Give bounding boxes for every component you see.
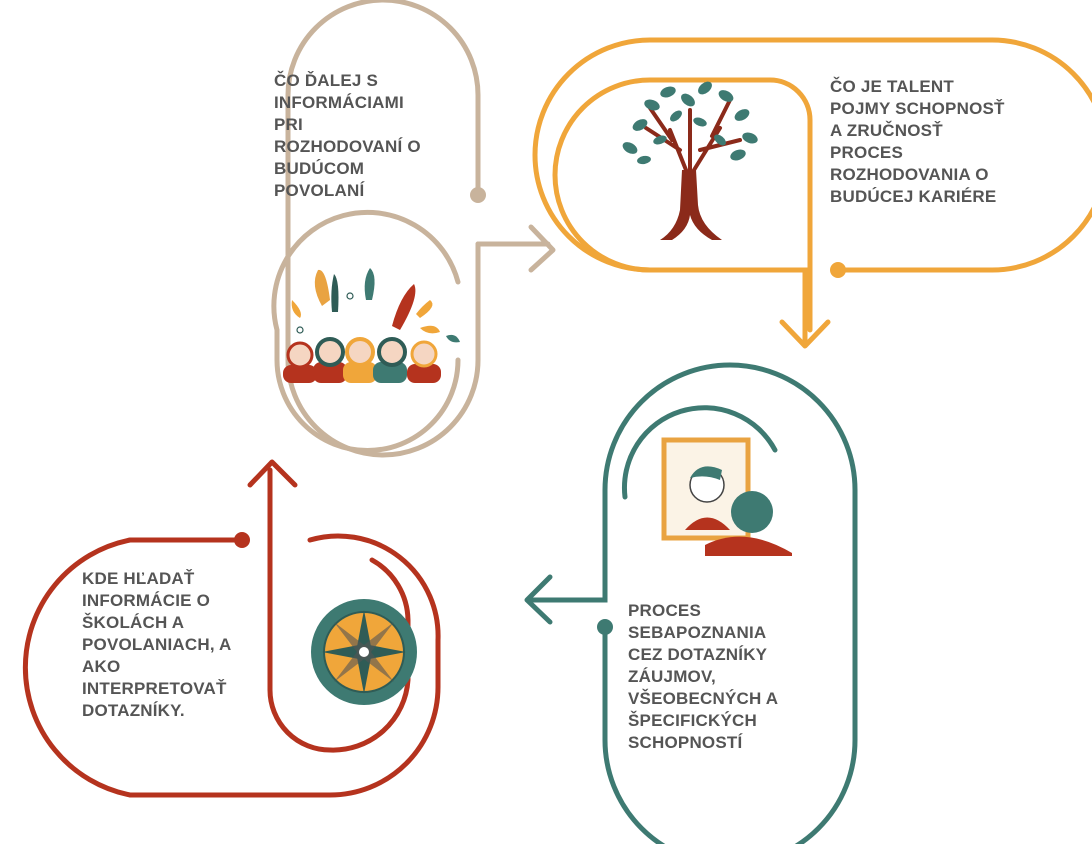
step-line: SEBAPOZNANIA: [628, 623, 767, 642]
teal-flow-loop: [524, 362, 858, 844]
mirror-reflection-icon: [661, 437, 792, 556]
step-line: PROCES: [830, 143, 903, 162]
step-line: ŠKOLÁCH A: [82, 613, 185, 632]
step-self-knowledge-text: PROCES SEBAPOZNANIA CEZ DOTAZNÍKY ZÁUJMO…: [628, 600, 842, 754]
step-line: POVOLANÍ: [274, 181, 365, 200]
step-line: VŠEOBECNÝCH A: [628, 689, 779, 708]
step-line: A ZRUČNOSŤ: [830, 121, 943, 140]
step-line: AKO: [82, 657, 121, 676]
step-info-usage-text: ČO ĎALEJ S INFORMÁCIAMI PRI ROZHODOVANÍ …: [274, 70, 474, 202]
red-flow-loop: [22, 459, 441, 798]
red-dot: [234, 532, 250, 548]
teal-dot: [597, 619, 613, 635]
step-line: ROZHODOVANIA O: [830, 165, 989, 184]
step-line: ZÁUJMOV,: [628, 667, 716, 686]
step-line: CEZ DOTAZNÍKY: [628, 645, 768, 664]
beige-dot: [470, 187, 486, 203]
orange-dot: [830, 262, 846, 278]
step-line: KDE HĽADAŤ: [82, 569, 195, 588]
step-line: DOTAZNÍKY.: [82, 701, 185, 720]
step-line: BUDÚCOM: [274, 159, 365, 178]
step-line: ČO ĎALEJ S: [274, 71, 379, 90]
step-line: INFORMÁCIE O: [82, 591, 211, 610]
group-of-people-icon: [283, 268, 460, 383]
orange-flow-loop: [532, 37, 1092, 349]
step-line: PRI: [274, 115, 303, 134]
step-line: SCHOPNOSTÍ: [628, 733, 743, 752]
step-line: INFORMÁCIAMI: [274, 93, 404, 112]
step-line: ROZHODOVANÍ O: [274, 137, 421, 156]
step-line: ČO JE TALENT: [830, 77, 954, 96]
step-find-info-text: KDE HĽADAŤ INFORMÁCIE O ŠKOLÁCH A POVOLA…: [82, 568, 262, 722]
step-line: POJMY SCHOPNOSŤ: [830, 99, 1005, 118]
beige-flow-loop: [271, 0, 556, 458]
step-talent-text: ČO JE TALENT POJMY SCHOPNOSŤ A ZRUČNOSŤ …: [830, 76, 1042, 208]
step-line: ŠPECIFICKÝCH: [628, 711, 757, 730]
compass-icon: [311, 599, 417, 705]
step-line: POVOLANIACH, A: [82, 635, 232, 654]
tree-icon: [622, 81, 758, 240]
step-line: INTERPRETOVAŤ: [82, 679, 227, 698]
step-line: PROCES: [628, 601, 701, 620]
step-line: BUDÚCEJ KARIÉRE: [830, 187, 997, 206]
